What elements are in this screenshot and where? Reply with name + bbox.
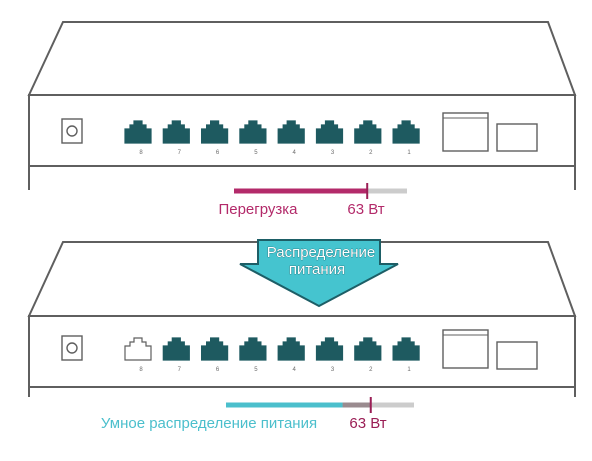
switch-bottom-port-2-icon (354, 337, 382, 361)
switch-top-sfp-slot-small (496, 123, 538, 152)
switch-top-port-5-icon (239, 120, 267, 144)
switch-top-port-number-label: 3 (331, 150, 335, 156)
switch-bottom-port-number-label: 1 (407, 367, 411, 373)
switch-top-port-2-icon (354, 120, 382, 144)
switch-bottom-port-number-label: 2 (369, 367, 373, 373)
overload-label: Перегрузка (218, 201, 298, 218)
switch-top-port-8-icon (124, 120, 152, 144)
switch-top-power-jack (61, 118, 83, 144)
switch-top-power-jack-hole (66, 125, 78, 137)
switch-top-sfp-slot-large (442, 112, 489, 152)
switch-bottom-power-jack (61, 335, 83, 361)
switch-bottom-port-number-label: 5 (254, 367, 258, 373)
switch-bottom-port-number-label: 8 (139, 367, 143, 373)
overload-power-bar: Перегрузка 63 Вт (218, 183, 407, 218)
switch-top-port-number-label: 5 (254, 150, 258, 156)
switch-top: 8 7 6 5 4 3 2 1 (27, 21, 577, 190)
switch-bottom-sfp-slot-large (442, 329, 489, 369)
switch-top-port-number-label: 1 (407, 150, 411, 156)
switch-bottom-port-number-label: 7 (178, 367, 182, 373)
switch-bottom-port-4-icon (277, 337, 305, 361)
overload-value: 63 Вт (347, 201, 384, 218)
smart-power-bar: Умное распределение питания 63 Вт (101, 397, 414, 432)
power-distribution-arrow: Распределение питания (239, 239, 399, 308)
down-arrow-icon (239, 239, 399, 308)
switch-bottom-port-1-icon (392, 337, 420, 361)
switch-top-port-number-label: 2 (369, 150, 373, 156)
switch-top-port-number-label: 7 (178, 150, 182, 156)
switch-bottom-port-6-icon (201, 337, 229, 361)
switch-bottom-port-3-icon (315, 337, 344, 361)
switch-top-ports: 8 7 6 5 4 3 2 1 (124, 120, 420, 156)
switch-bottom-port-number-label: 4 (293, 367, 297, 373)
switch-top-port-1-icon (392, 120, 420, 144)
switch-top-port-number-label: 6 (216, 150, 220, 156)
switch-top-port-4-icon (277, 120, 305, 144)
switch-bottom-port-7-icon (162, 337, 190, 361)
switch-bottom-ports: 8 7 6 5 4 3 2 1 (124, 337, 420, 373)
switch-bottom-port-number-label: 6 (216, 367, 220, 373)
smart-distribution-value: 63 Вт (349, 415, 386, 432)
smart-distribution-label: Умное распределение питания (101, 415, 317, 432)
switch-top-lid (27, 21, 577, 96)
switch-top-port-number-label: 8 (139, 150, 143, 156)
arrow-label-line2: питания (289, 261, 345, 278)
switch-top-port-6-icon (201, 120, 229, 144)
switch-bottom-port-number-label: 3 (331, 367, 335, 373)
switch-top-port-7-icon (162, 120, 190, 144)
switch-top-port-3-icon (315, 120, 344, 144)
switch-bottom-port-8-inactive-icon (124, 337, 152, 361)
switch-bottom-port-5-icon (239, 337, 267, 361)
switch-bottom-power-jack-hole (66, 342, 78, 354)
switch-bottom-sfp-slot-small (496, 341, 538, 370)
arrow-label-line1: Распределение (267, 244, 376, 261)
switch-top-port-number-label: 4 (293, 150, 297, 156)
